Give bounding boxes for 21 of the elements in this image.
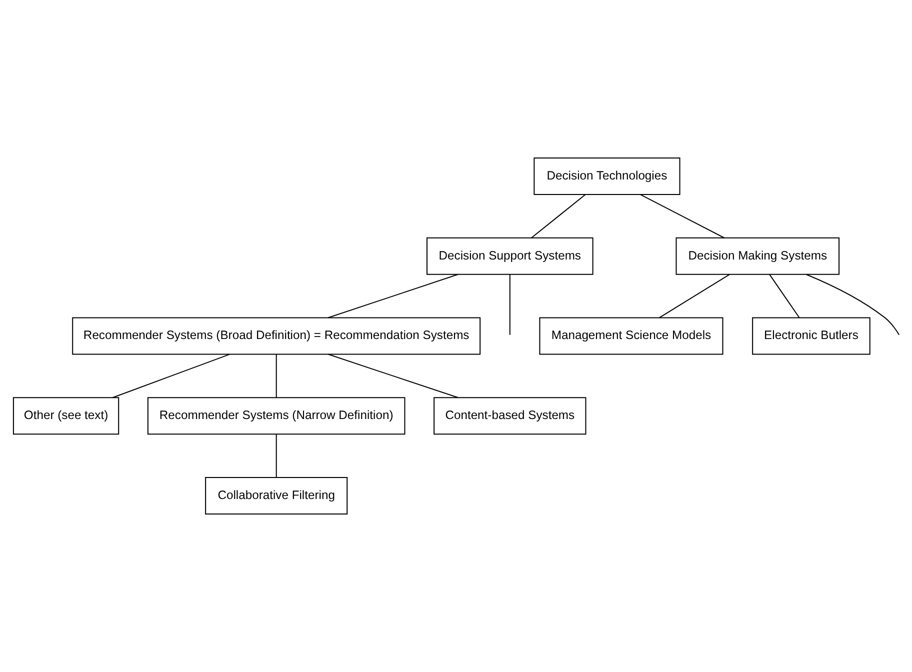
connector (327, 274, 458, 318)
connector (805, 274, 900, 336)
connector (530, 194, 586, 238)
connector (275, 434, 276, 478)
connector (328, 354, 458, 398)
node-box: Recommender Systems (Broad Definition) = Recommendation Systems (72, 317, 480, 355)
node-box: Collaborative Filtering (204, 477, 348, 514)
node-box: Decision Technologies (533, 158, 680, 195)
connector (768, 274, 800, 318)
connector (658, 274, 730, 318)
node-box: Decision Making Systems (675, 237, 840, 275)
node-box: Content-based Systems (433, 397, 586, 435)
connector (112, 354, 230, 398)
connector (508, 274, 510, 335)
node-box: Decision Support Systems (426, 237, 593, 275)
connector (640, 194, 724, 238)
node-box: Management Science Models (538, 317, 723, 355)
node-box: Electronic Butlers (752, 317, 870, 355)
connector (275, 354, 276, 398)
node-box: Recommender Systems (Narrow Definition) (146, 397, 405, 435)
node-box: Other (see text) (12, 397, 119, 435)
